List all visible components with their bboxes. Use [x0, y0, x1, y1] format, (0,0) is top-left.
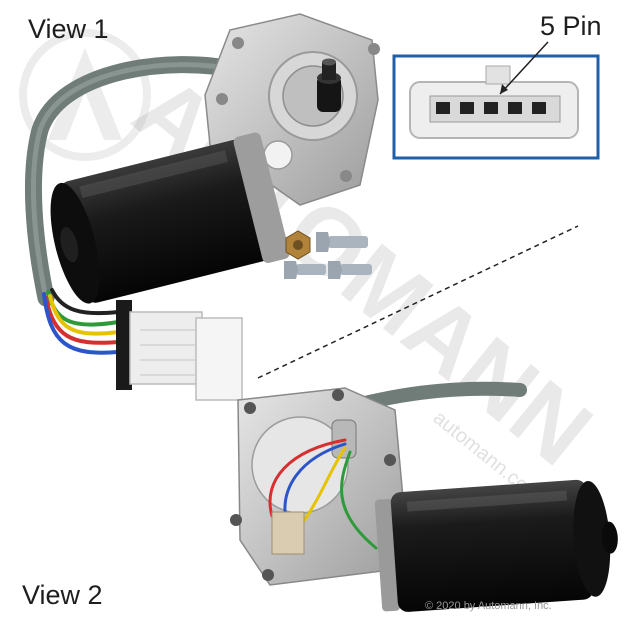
watermark-logo [19, 29, 151, 161]
hex-nut-icon [285, 230, 311, 260]
motor-cylinder [50, 132, 290, 304]
motor-view-1 [24, 13, 380, 401]
wire-bundle [42, 288, 120, 355]
bolt-icon [316, 232, 368, 252]
view-1-label: View 1 [28, 14, 109, 44]
bolt-icon [284, 261, 326, 279]
motor-view-2 [230, 381, 618, 612]
motor-cylinder-view-2 [374, 479, 618, 612]
pin-callout-line [499, 41, 549, 95]
pin-connector-inset [392, 41, 600, 160]
pin-count-label: 5 Pin [540, 11, 602, 41]
wire-connector [116, 300, 243, 401]
view-2-label: View 2 [22, 580, 103, 610]
output-shaft [317, 58, 341, 112]
mounting-hardware [284, 230, 372, 279]
bolt-icon [328, 261, 372, 279]
copyright-notice: © 2020 by Automann, Inc. [425, 600, 552, 612]
